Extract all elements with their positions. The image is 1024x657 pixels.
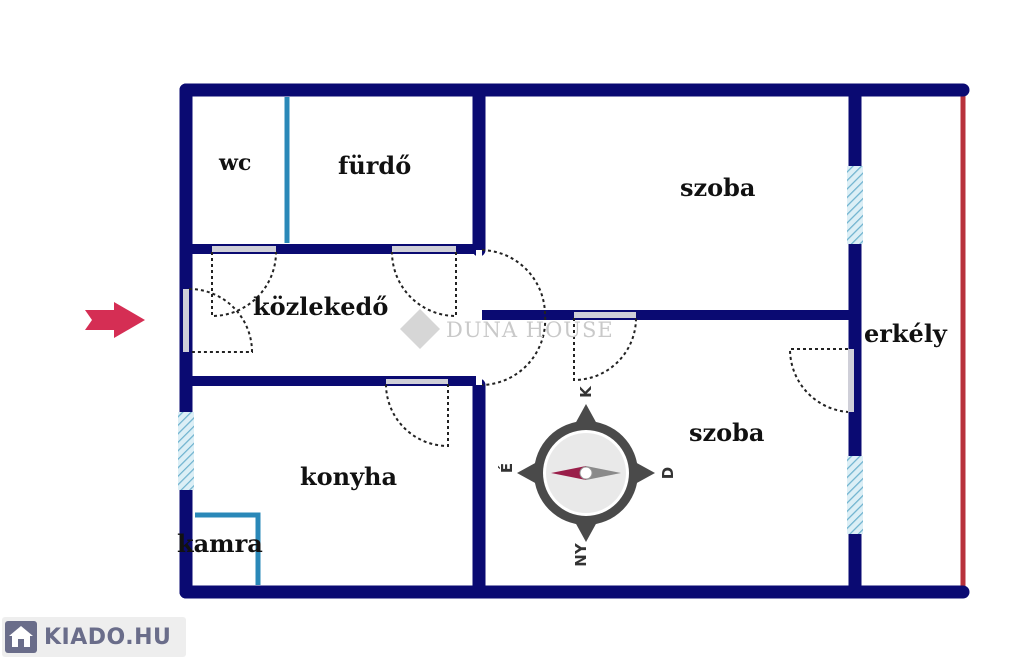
- entry-arrow-icon: [85, 302, 145, 338]
- label-kamra: kamra: [177, 529, 263, 558]
- watermark-text: DUNA HOUSE: [446, 318, 614, 342]
- kiado-logo: KIADO.HU: [2, 617, 186, 657]
- window-szoba-bottom: [847, 456, 863, 534]
- label-kozlekedo: közlekedő: [253, 292, 388, 321]
- compass-west-label: É: [497, 463, 516, 473]
- label-erkely: erkély: [864, 319, 948, 348]
- compass-south-label: NY: [572, 542, 590, 567]
- label-szoba-bottom: szoba: [689, 418, 764, 447]
- compass-east-label: D: [659, 467, 677, 479]
- house-icon: [5, 621, 37, 653]
- logo-text: KIADO.HU: [44, 624, 172, 650]
- door-openings: [183, 246, 854, 412]
- label-furdo: fürdő: [338, 151, 411, 180]
- watermark: DUNA HOUSE: [400, 309, 614, 349]
- thin-walls: [195, 97, 290, 585]
- windows: [178, 166, 863, 534]
- window-konyha: [178, 412, 194, 490]
- watermark-diamond-icon: [400, 309, 440, 349]
- compass-north-label: K: [577, 385, 595, 398]
- floor-plan: wc fürdő szoba közlekedő erkély szoba ko…: [85, 83, 970, 599]
- door-swings: [188, 249, 849, 448]
- label-konyha: konyha: [300, 462, 397, 491]
- compass-icon: K É D NY: [497, 385, 677, 567]
- label-wc: wc: [218, 150, 251, 176]
- label-szoba-top: szoba: [680, 173, 755, 202]
- window-szoba-top: [847, 166, 863, 244]
